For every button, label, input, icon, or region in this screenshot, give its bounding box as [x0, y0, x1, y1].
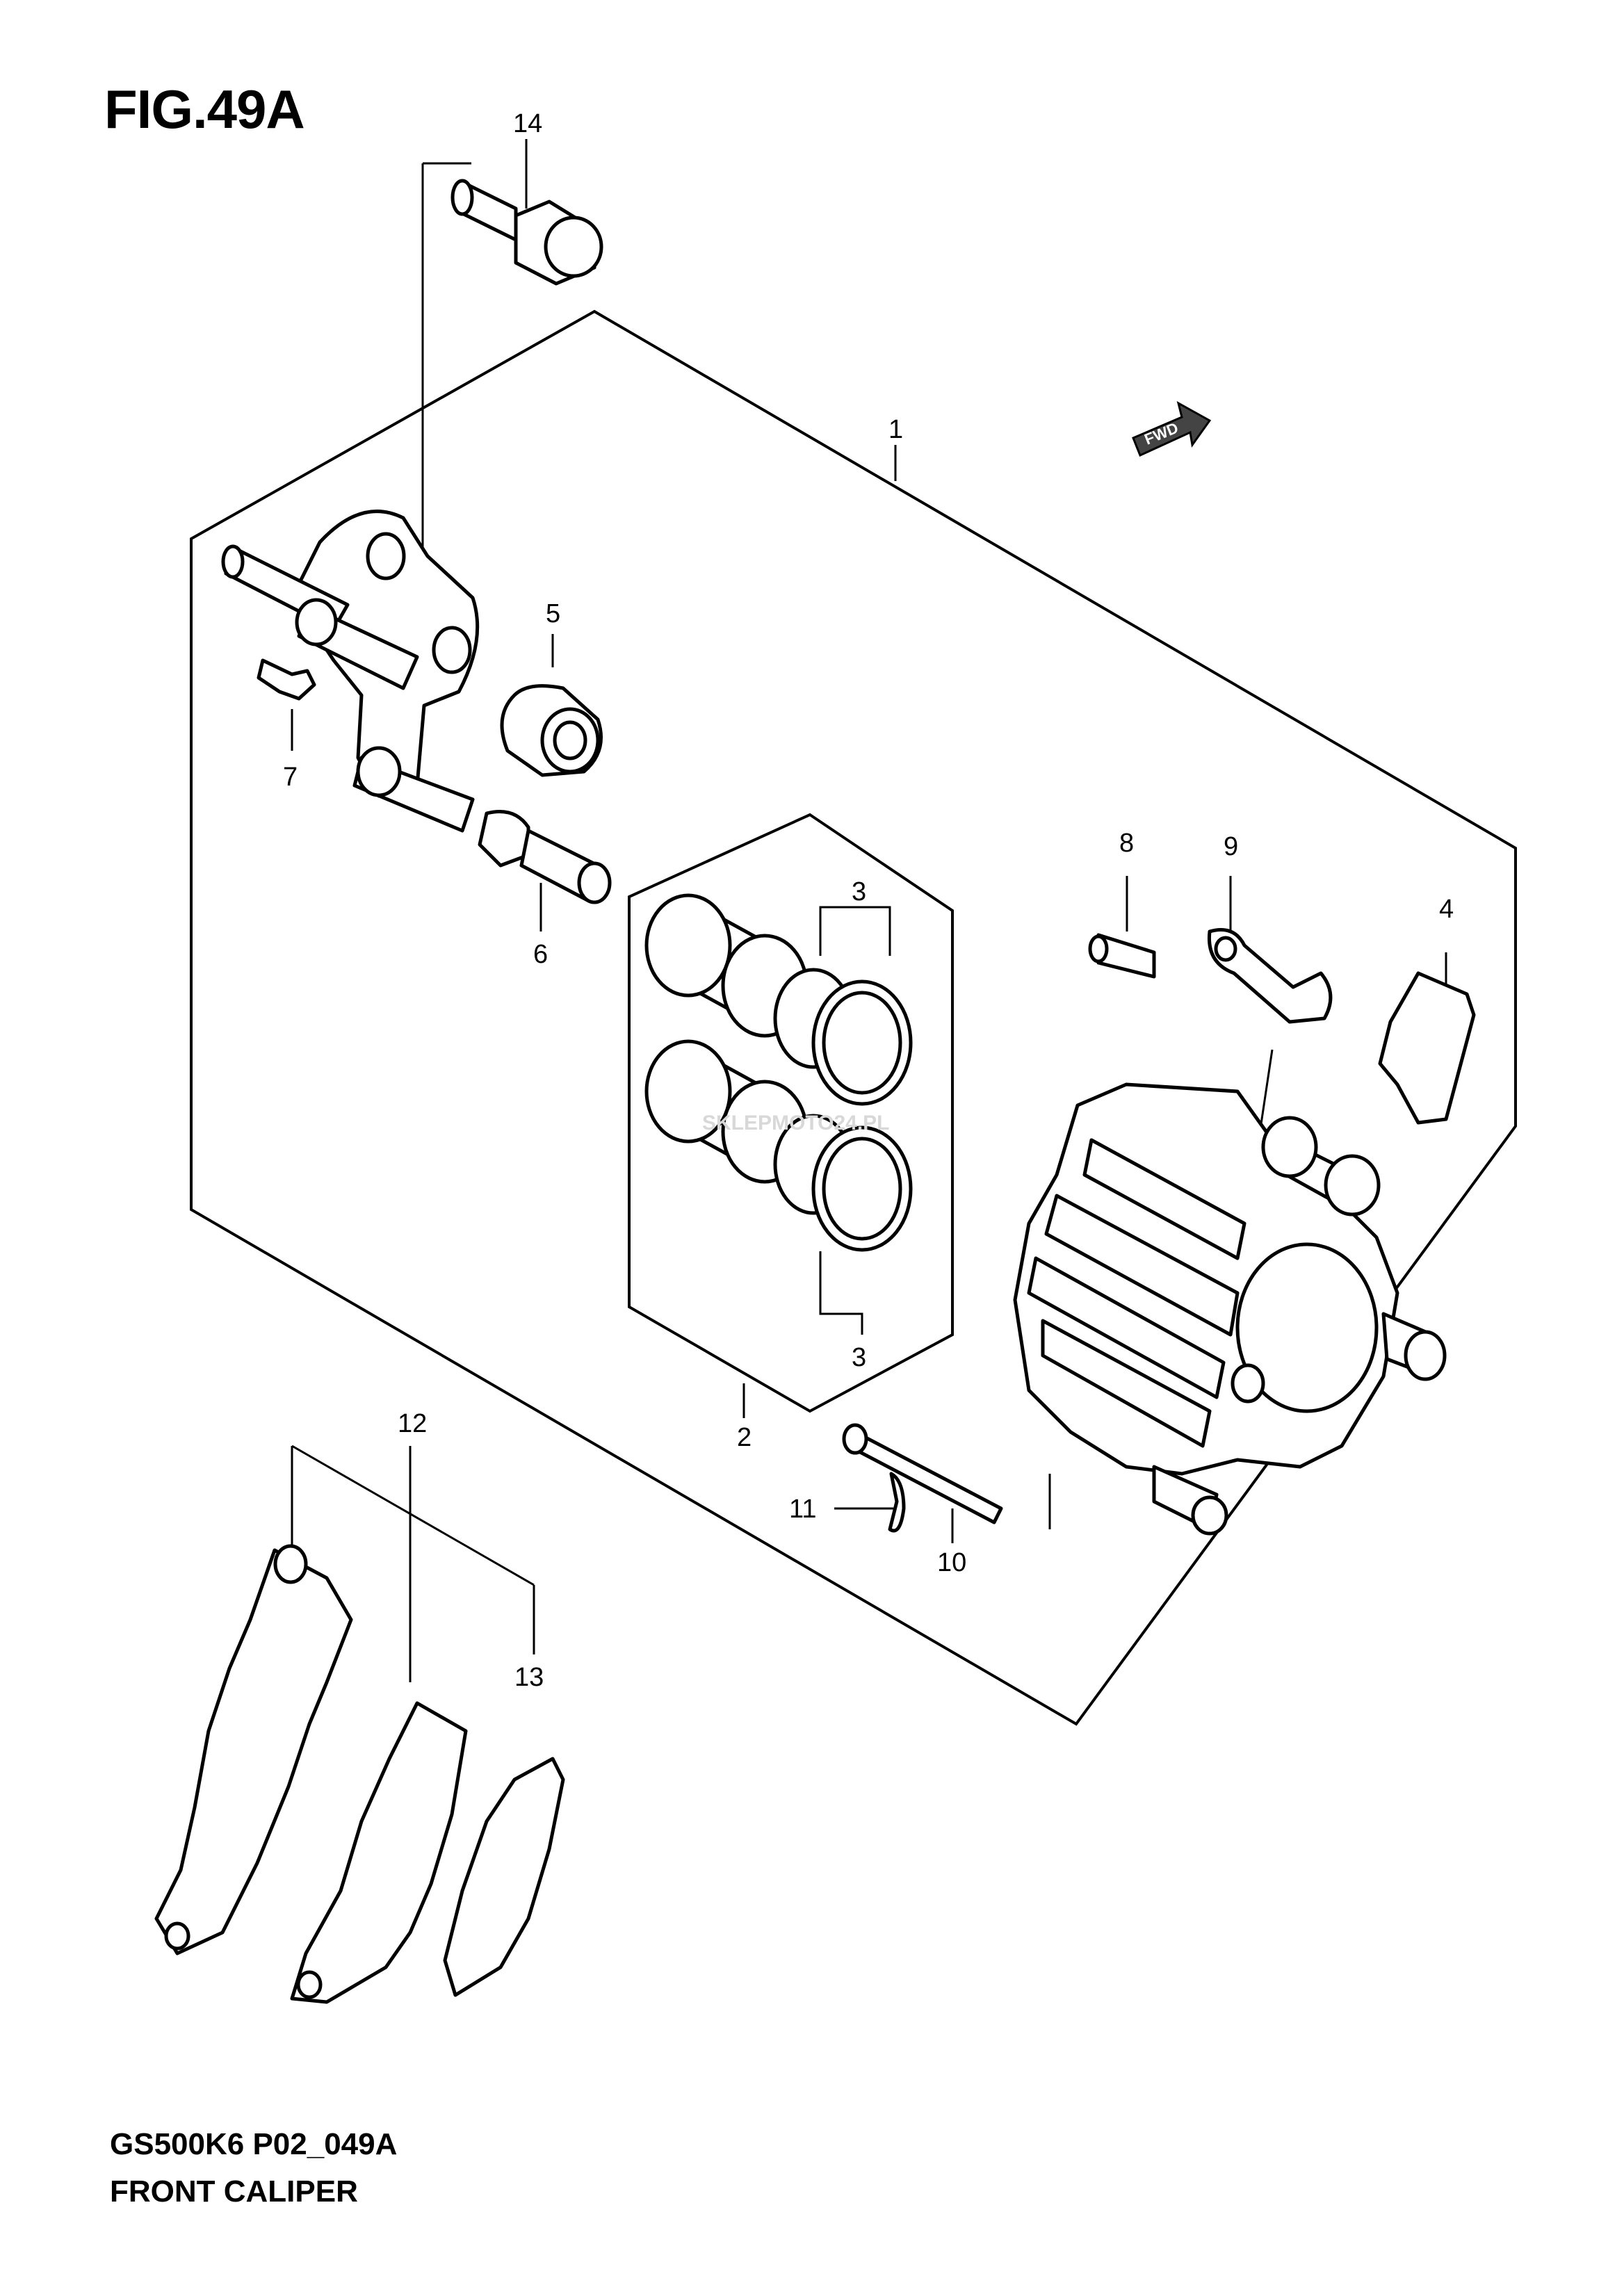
- part-13-shim: [443, 1757, 565, 1997]
- callout-14: 14: [513, 109, 542, 138]
- diagram-name: FRONT CALIPER: [110, 2174, 358, 2208]
- callout-11: 11: [789, 1495, 816, 1524]
- callout-2: 2: [737, 1423, 752, 1452]
- part-7-pad-clip: [257, 658, 316, 701]
- caliper-bracket: [221, 510, 480, 833]
- callout-9: 9: [1224, 832, 1238, 861]
- part-3-pistons-and-seals: [644, 893, 913, 1252]
- callout-4: 4: [1439, 895, 1454, 924]
- part-12-brake-pads: [154, 1544, 468, 2004]
- figure-title: FIG.49A: [104, 79, 305, 140]
- part-11-r-clip: [888, 1472, 906, 1533]
- assembly-boundary: [190, 309, 1517, 1726]
- piston-kit-boundary: [628, 813, 954, 1413]
- callout-8: 8: [1119, 829, 1134, 858]
- part-14-bolt: [450, 179, 603, 286]
- callout-6: 6: [533, 940, 548, 969]
- part-6-slide-pin: [478, 810, 612, 904]
- part-5-boot: [500, 684, 603, 777]
- callout-10: 10: [937, 1548, 966, 1577]
- callout-3-top: 3: [852, 877, 866, 906]
- callout-7: 7: [283, 763, 298, 792]
- callout-13: 13: [514, 1663, 544, 1692]
- part-10-pad-pin: [842, 1423, 1003, 1524]
- callout-12: 12: [398, 1409, 427, 1438]
- part-9-bleeder-cap: [1207, 928, 1333, 1024]
- callout-1: 1: [888, 415, 903, 444]
- part-4-retainer-spring: [1378, 971, 1476, 1125]
- callout-5: 5: [546, 599, 560, 628]
- watermark-text: SKLEPMOTO24.PL: [702, 1112, 890, 1134]
- part-8-bleeder-valve: [1088, 933, 1156, 979]
- callout-3-bottom: 3: [852, 1343, 866, 1372]
- caliper-body: [1013, 1082, 1447, 1536]
- fwd-direction-badge: FWD: [1132, 401, 1212, 457]
- diagram-code: GS500K6 P02_049A: [110, 2127, 398, 2161]
